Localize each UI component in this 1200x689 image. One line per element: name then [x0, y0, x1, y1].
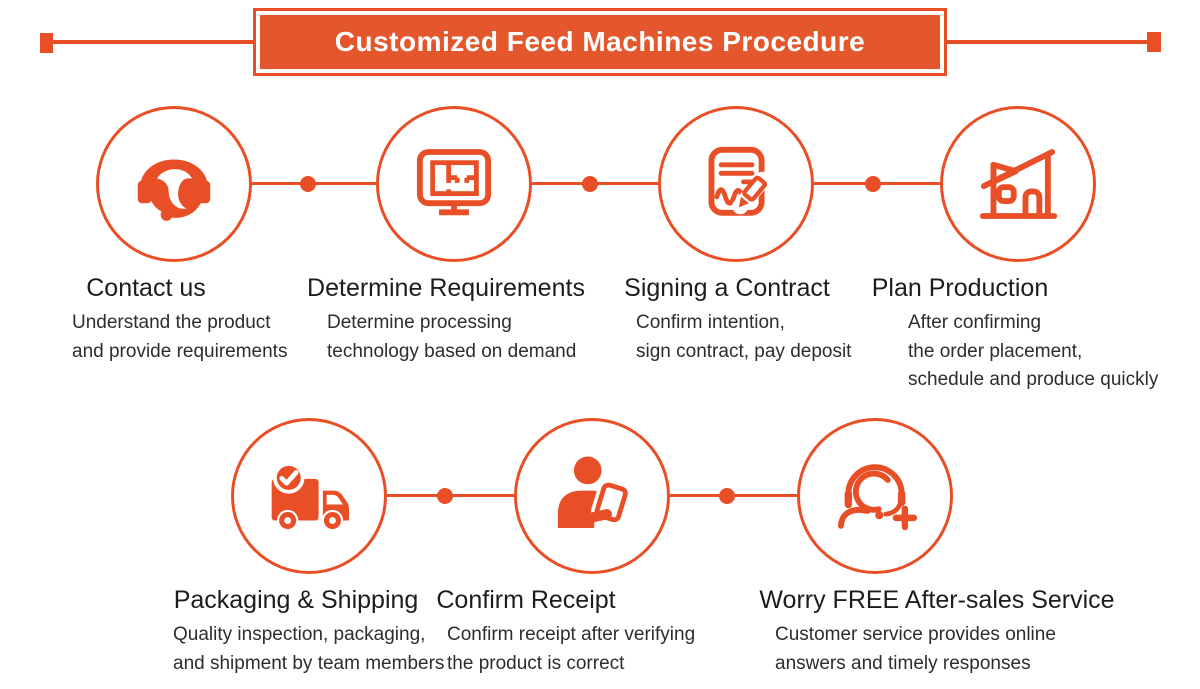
step-title-signing-contract: Signing a Contract	[624, 274, 830, 302]
connector-dot	[437, 488, 453, 504]
description-line: technology based on demand	[327, 340, 577, 362]
person-tablet-icon	[557, 456, 632, 528]
step-description-packaging-shipping: Quality inspection, packaging, and shipm…	[173, 621, 444, 678]
step-description-plan-production: After confirming the order placement, sc…	[908, 309, 1158, 395]
description-line: the order placement,	[908, 340, 1083, 362]
step-description-confirm-receipt: Confirm receipt after verifying the prod…	[447, 621, 695, 678]
connector-dot	[719, 488, 735, 504]
step-description-determine-requirements: Determine processing technology based on…	[327, 309, 576, 366]
title-banner-fill: Customized Feed Machines Procedure	[260, 15, 940, 69]
connector-dot	[865, 176, 881, 192]
description-line: Customer service provides online	[775, 624, 1056, 645]
connector-dot	[582, 176, 598, 192]
left-rail-cap	[40, 33, 53, 53]
description-line: sign contract, pay deposit	[636, 340, 852, 362]
factory-icon	[979, 149, 1058, 219]
description-line: the product is correct	[447, 652, 625, 674]
connector-dot	[300, 176, 316, 192]
step-circle-after-sales-service	[797, 418, 953, 574]
description-line: Understand the product	[72, 312, 271, 333]
left-rail-line	[53, 40, 253, 44]
step-circle-packaging-shipping	[231, 418, 387, 574]
headset-agent-icon	[137, 159, 211, 221]
step-title-packaging-shipping: Packaging & Shipping	[173, 586, 419, 614]
description-line: Confirm intention,	[636, 312, 785, 333]
description-line: Confirm receipt after verifying	[447, 624, 696, 645]
step-description-signing-contract: Confirm intention, sign contract, pay de…	[636, 309, 851, 366]
description-line: After confirming	[908, 312, 1042, 333]
step-title-confirm-receipt: Confirm Receipt	[436, 586, 616, 614]
step-description-contact-us: Understand the product and provide requi…	[72, 309, 287, 366]
right-rail-line	[947, 40, 1147, 44]
delivery-truck-icon	[271, 462, 349, 532]
description-line: answers and timely responses	[775, 652, 1031, 674]
step-circle-signing-contract	[658, 106, 814, 262]
title-banner: Customized Feed Machines Procedure	[253, 8, 947, 76]
step-title-plan-production: Plan Production	[871, 274, 1049, 302]
step-title-after-sales-service: Worry FREE After-sales Service	[759, 586, 1115, 614]
right-rail-cap	[1147, 32, 1161, 52]
monitor-floorplan-icon	[416, 149, 492, 216]
step-description-after-sales-service: Customer service provides online answers…	[775, 621, 1056, 678]
step-circle-determine-requirements	[376, 106, 532, 262]
step-circle-contact-us	[96, 106, 252, 262]
support-headset-plus-icon	[837, 464, 918, 531]
description-line: Determine processing	[327, 312, 512, 333]
description-line: and provide requirements	[72, 340, 288, 362]
step-circle-plan-production	[940, 106, 1096, 262]
step-title-contact-us: Contact us	[86, 274, 206, 302]
page-title: Customized Feed Machines Procedure	[334, 26, 866, 57]
description-line: Quality inspection, packaging,	[173, 624, 426, 645]
step-circle-confirm-receipt	[514, 418, 670, 574]
description-line: schedule and produce quickly	[908, 369, 1159, 390]
contract-pen-icon	[708, 146, 771, 216]
step-title-determine-requirements: Determine Requirements	[307, 274, 585, 302]
description-line: and shipment by team members	[173, 652, 445, 674]
